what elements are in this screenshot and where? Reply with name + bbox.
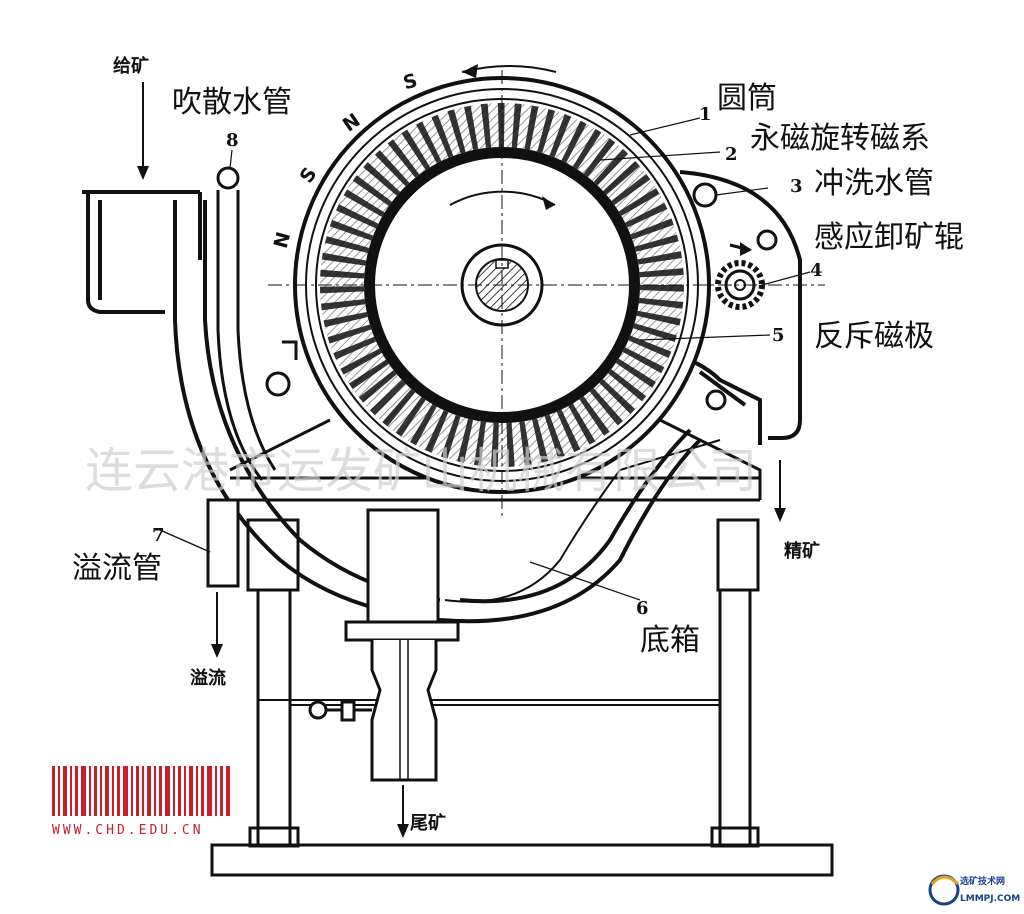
- label-drum: 圆筒: [717, 81, 777, 116]
- label-unload-roller: 感应卸矿辊: [814, 220, 964, 255]
- label-num-7: 7: [152, 525, 165, 546]
- watermark: 连云港市运发矿山机械有限公司: [85, 443, 757, 499]
- label-num-6: 6: [636, 598, 649, 619]
- pole-letter-1: S: [401, 70, 420, 95]
- label-tank: 底箱: [640, 623, 700, 658]
- small-roller: [756, 229, 778, 251]
- label-num-3: 3: [790, 176, 803, 197]
- label-num-4: 4: [810, 260, 823, 281]
- label-blow-pipe: 吹散水管: [172, 85, 292, 120]
- flow-arrows: [142, 82, 781, 830]
- tank-outline: [444, 439, 721, 603]
- blow-water-pipe: [216, 166, 277, 481]
- feed-box: [82, 190, 202, 314]
- label-num-1: 1: [699, 104, 712, 125]
- drum: [268, 70, 825, 520]
- label-overflow-pipe: 溢流管: [72, 551, 162, 586]
- overflow-pipe-shape: [159, 498, 240, 588]
- pole-letter-4: N: [270, 230, 295, 251]
- logo-text-top: 选矿技术网: [960, 875, 1005, 887]
- label-overflow: 溢流: [190, 667, 226, 689]
- logo-text-bottom: LMMPJ.COM: [960, 894, 1020, 904]
- pole-letter-3: S: [296, 163, 322, 187]
- stamp-url: WWW.CHD.EDU.CN: [52, 823, 204, 838]
- label-concentrate: 精矿: [784, 540, 820, 562]
- rotation-arrow: [461, 64, 557, 78]
- wash-pipe-circle: [692, 182, 718, 208]
- label-reverse-pole: 反斥磁极: [814, 319, 934, 354]
- label-wash-pipe: 冲洗水管: [814, 166, 934, 201]
- label-num-5: 5: [772, 325, 785, 346]
- guide-roller: [265, 371, 291, 397]
- label-num-8: 8: [226, 130, 239, 151]
- barcode-stamp: [52, 766, 230, 816]
- label-feed: 给矿: [113, 55, 149, 77]
- label-num-2: 2: [725, 144, 738, 165]
- label-magnet-system: 永磁旋转磁系: [750, 121, 930, 156]
- tailings-pipe: [308, 508, 460, 782]
- label-tailings: 尾矿: [410, 812, 446, 834]
- leader-lines: [229, 117, 811, 601]
- support-frame: [210, 418, 834, 877]
- site-logo: 选矿技术网 LMMPJ.COM: [928, 874, 1020, 906]
